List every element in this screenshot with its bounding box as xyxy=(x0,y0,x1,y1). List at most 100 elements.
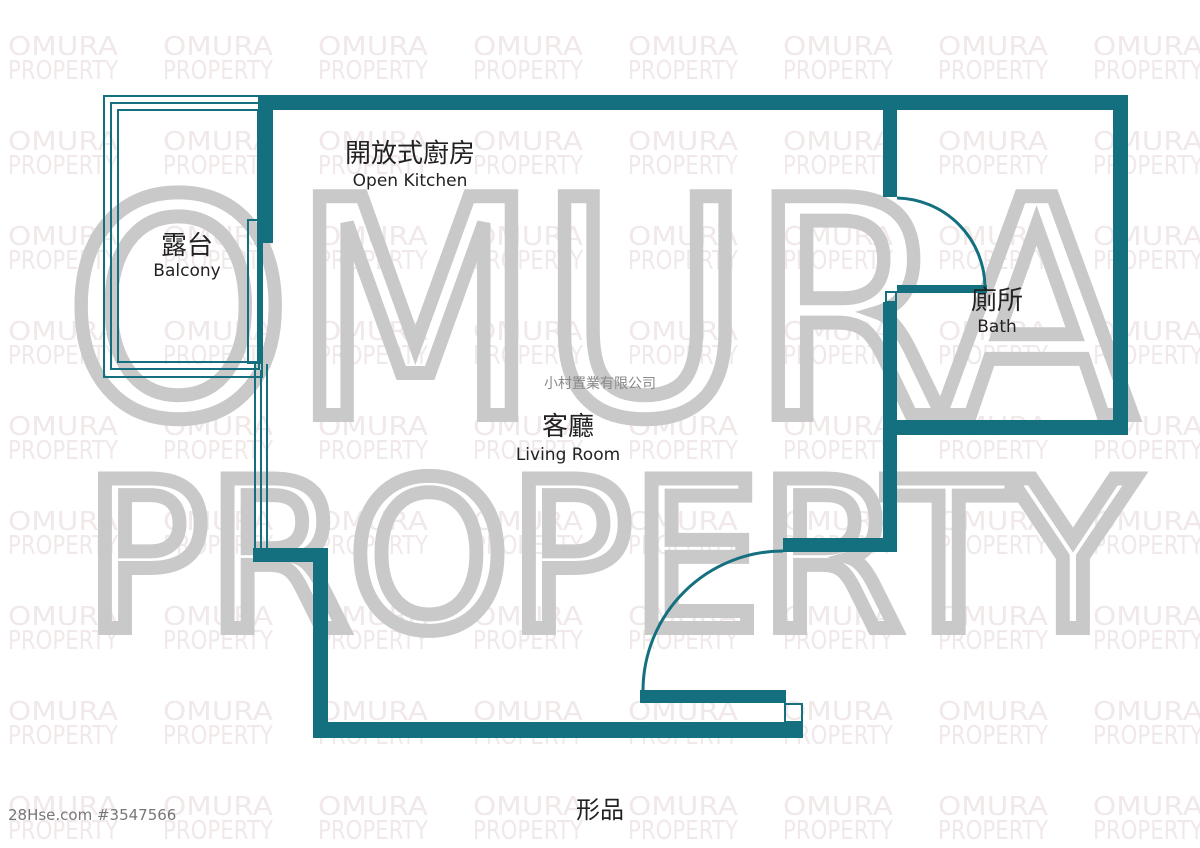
watermark-tile-text: PROPERTY xyxy=(8,721,118,751)
entrance-door-swing xyxy=(641,549,784,691)
watermark-tile-text: PROPERTY xyxy=(163,151,273,181)
room-labels: 開放式廚房 Open Kitchen 露台 Balcony 廁所 Bath 小村… xyxy=(8,139,1023,824)
watermark-tile-text: OMURA xyxy=(783,602,893,632)
watermark-tile-text: OMURA xyxy=(8,697,118,727)
watermark-tile-text: PROPERTY xyxy=(628,246,738,276)
watermark-tile-text: OMURA xyxy=(8,127,118,157)
watermark-tile-text: PROPERTY xyxy=(1093,816,1200,846)
living-label-zh: 客廳 xyxy=(542,412,594,442)
watermark-tile-text: OMURA xyxy=(473,792,583,822)
watermark-tile-text: OMURA xyxy=(163,792,273,822)
watermark-tile-text: OMURA xyxy=(628,602,738,632)
watermark-tile-text: PROPERTY xyxy=(318,816,428,846)
watermark-tile-text: PROPERTY xyxy=(473,531,583,561)
watermark-tile-text: PROPERTY xyxy=(938,151,1048,181)
watermark-tile-text: PROPERTY xyxy=(8,56,118,86)
watermark-tile-text: PROPERTY xyxy=(8,626,118,656)
watermark-tile-text: PROPERTY xyxy=(628,56,738,86)
watermark-tile-text: OMURA xyxy=(473,602,583,632)
watermark-tile-text: OMURA xyxy=(163,222,273,252)
watermark-tile-text: OMURA xyxy=(628,317,738,347)
watermark-tile-text: OMURA xyxy=(938,697,1048,727)
watermark-tile-text: OMURA xyxy=(938,317,1048,347)
watermark-tile-text: PROPERTY xyxy=(318,626,428,656)
kitchen-label-en: Open Kitchen xyxy=(353,171,468,191)
watermark-tile-text: OMURA xyxy=(1093,697,1200,727)
watermark-tile-text: PROPERTY xyxy=(783,341,893,371)
watermark-tile-text: OMURA xyxy=(938,602,1048,632)
watermark-tile-text: OMURA xyxy=(318,507,428,537)
watermark-tile-text: PROPERTY xyxy=(938,816,1048,846)
watermark-tile-text: OMURA xyxy=(318,412,428,442)
agency-name: 小村置業有限公司 xyxy=(544,376,656,392)
watermark-tile-text: OMURA xyxy=(318,317,428,347)
watermark-tile-text: PROPERTY xyxy=(1093,531,1200,561)
watermark-tile-text: OMURA xyxy=(473,412,583,442)
watermark-tile-text: OMURA xyxy=(473,222,583,252)
watermark-tile-text: OMURA xyxy=(473,317,583,347)
watermark-tile-text: OMURA xyxy=(473,127,583,157)
watermark-property: PROPERTY xyxy=(85,439,1136,677)
watermark-tile-text: PROPERTY xyxy=(628,626,738,656)
watermark-tile-text: OMURA xyxy=(628,222,738,252)
watermark-tile-text: PROPERTY xyxy=(163,816,273,846)
watermark-tile-text: OMURA xyxy=(1093,507,1200,537)
watermark-tile-text: PROPERTY xyxy=(163,626,273,656)
watermark-tile-text: PROPERTY xyxy=(163,56,273,86)
watermark-tile-text: PROPERTY xyxy=(1093,626,1200,656)
watermark-tile-text: OMURA xyxy=(163,602,273,632)
watermark-tile-text: OMURA xyxy=(1093,317,1200,347)
watermark-tile-text: OMURA xyxy=(163,127,273,157)
watermark-tile-text: PROPERTY xyxy=(473,246,583,276)
doors xyxy=(641,196,987,691)
watermark-tiles: OMURAPROPERTYOMURAPROPERTYOMURAPROPERTYO… xyxy=(8,32,1200,846)
watermark-tile-text: PROPERTY xyxy=(783,436,893,466)
watermark-tile-text: OMURA xyxy=(938,507,1048,537)
watermark-tile-text: OMURA xyxy=(473,32,583,62)
bath-label-en: Bath xyxy=(977,317,1017,337)
watermark-tile-text: PROPERTY xyxy=(1093,341,1200,371)
watermark-tile-text: PROPERTY xyxy=(163,246,273,276)
big-watermark: OMURA PROPERTY xyxy=(58,130,1143,684)
watermark-tile-text: PROPERTY xyxy=(783,56,893,86)
watermark-tile-text: PROPERTY xyxy=(8,436,118,466)
watermark-tile-text: PROPERTY xyxy=(8,816,118,846)
living-label-en: Living Room xyxy=(516,445,620,465)
watermark-tile-text: PROPERTY xyxy=(938,531,1048,561)
watermark-tile-text: PROPERTY xyxy=(628,151,738,181)
watermark-tile-text: OMURA xyxy=(1093,222,1200,252)
watermark-tile-text: OMURA xyxy=(8,222,118,252)
watermark-tile-text: OMURA xyxy=(8,792,118,822)
watermark-tile-text: PROPERTY xyxy=(8,341,118,371)
watermark-tile-text: OMURA xyxy=(8,317,118,347)
watermark-tile-text: PROPERTY xyxy=(1093,151,1200,181)
watermark-tile-text: OMURA xyxy=(628,412,738,442)
watermark-tile-text: OMURA xyxy=(783,507,893,537)
watermark-tile-text: OMURA xyxy=(783,317,893,347)
watermark-tile-text: PROPERTY xyxy=(938,246,1048,276)
watermark-tile-text: OMURA xyxy=(783,32,893,62)
watermark-tile-text: PROPERTY xyxy=(473,56,583,86)
watermark-tile-text: PROPERTY xyxy=(628,816,738,846)
watermark-tile-text: OMURA xyxy=(8,602,118,632)
watermark-tile-text: PROPERTY xyxy=(1093,56,1200,86)
watermark-tile-text: OMURA xyxy=(628,507,738,537)
watermark-tile-text: OMURA xyxy=(8,412,118,442)
watermark-tile-text: PROPERTY xyxy=(1093,246,1200,276)
watermark-tile-text: OMURA xyxy=(628,792,738,822)
watermark-tile-text: OMURA xyxy=(318,222,428,252)
watermark-tile-text: PROPERTY xyxy=(938,56,1048,86)
watermark-tile-text: PROPERTY xyxy=(318,436,428,466)
watermark-tile-text: OMURA xyxy=(318,32,428,62)
watermark-tile-text: OMURA xyxy=(783,222,893,252)
watermark-tile-text: PROPERTY xyxy=(318,56,428,86)
watermark-tile-text: OMURA xyxy=(163,32,273,62)
watermark-tile-text: OMURA xyxy=(473,507,583,537)
watermark-tile-text: PROPERTY xyxy=(783,246,893,276)
watermark-tile-text: PROPERTY xyxy=(318,246,428,276)
watermark-tile-text: PROPERTY xyxy=(8,531,118,561)
watermark-tile-text: OMURA xyxy=(783,127,893,157)
watermark-tile-text: PROPERTY xyxy=(473,816,583,846)
watermark-tile-text: PROPERTY xyxy=(473,341,583,371)
